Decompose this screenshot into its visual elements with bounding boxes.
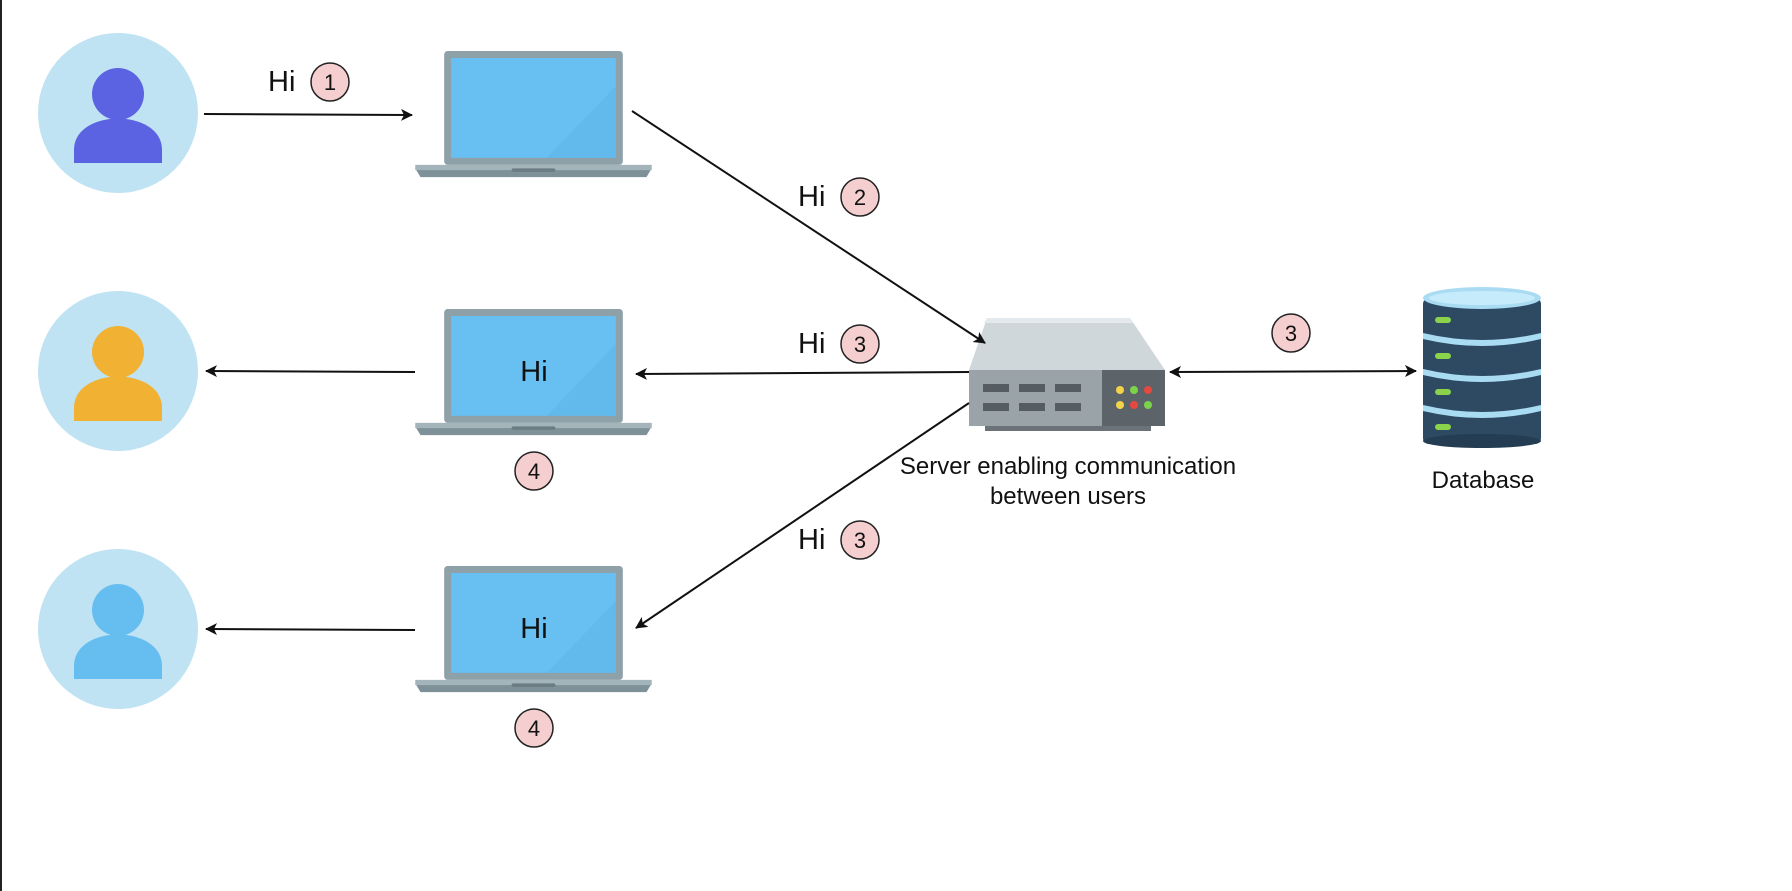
step-number: 4 (528, 459, 540, 484)
user-avatar-sender (38, 33, 198, 193)
left-border (0, 0, 2, 891)
step-badge (514, 708, 554, 748)
message-label-3b: Hi 3 (798, 520, 880, 560)
arrow-server-database (1169, 365, 1417, 378)
message-label-3a: Hi 3 (798, 324, 880, 364)
server-caption-line-1: Server enabling communication (900, 453, 1236, 480)
message-label-2: Hi 2 (798, 177, 880, 217)
step-badge (310, 62, 350, 102)
step-number: 2 (854, 185, 866, 210)
step-badge (514, 451, 554, 491)
database-step-label: 3 (1271, 313, 1311, 353)
message-text: Hi (798, 181, 825, 213)
database-caption: Database (1432, 467, 1535, 494)
server-icon (969, 318, 1165, 431)
laptop-icon (415, 51, 652, 178)
step-badge (1271, 313, 1311, 353)
database-icon (1423, 287, 1541, 448)
step-number: 3 (1285, 321, 1297, 346)
step-number: 4 (528, 716, 540, 741)
step-badge (840, 520, 880, 560)
message-label-1: Hi 1 (268, 62, 350, 102)
arrow-laptop-1-to-user (205, 365, 416, 378)
user-avatar-receiver-1 (38, 291, 198, 451)
arrow-laptop-to-server (631, 110, 986, 344)
message-text: Hi (798, 524, 825, 556)
user-icon (74, 68, 162, 163)
message-text: Hi (798, 328, 825, 360)
step-number: 1 (324, 70, 336, 95)
arrow-server-to-laptop-2 (635, 402, 970, 629)
arrow-user-to-laptop (203, 108, 413, 121)
laptop-receiver-2: Hi (415, 566, 652, 693)
step-number: 3 (854, 528, 866, 553)
user-avatar-receiver-2 (38, 549, 198, 709)
laptop-sender (415, 51, 652, 178)
message-text: Hi (268, 66, 295, 98)
laptop-2-step-label: 4 (514, 708, 554, 748)
laptop-screen-message: Hi (520, 356, 547, 388)
arrow-server-to-laptop-1 (635, 367, 970, 380)
step-badge (840, 177, 880, 217)
server-caption-line-2: between users (990, 483, 1146, 510)
arrow-laptop-2-to-user (205, 623, 416, 636)
laptop-receiver-1: Hi (415, 309, 652, 436)
laptop-1-step-label: 4 (514, 451, 554, 491)
laptop-screen-message: Hi (520, 613, 547, 645)
step-number: 3 (854, 332, 866, 357)
step-badge (840, 324, 880, 364)
user-icon (74, 326, 162, 421)
user-icon (74, 584, 162, 679)
